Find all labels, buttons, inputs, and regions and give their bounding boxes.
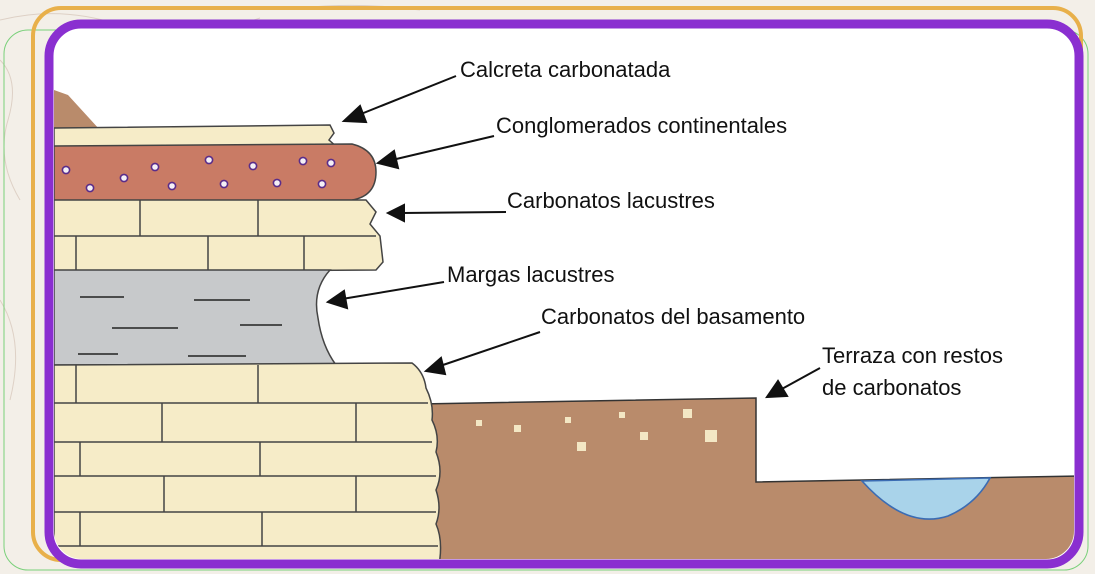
arrow-head-carbonatos-lacustres [385,203,405,223]
label-carbonatos-lacustres: Carbonatos lacustres [507,188,715,213]
calcreta-layer [54,124,340,149]
basement-blocks [54,365,438,547]
label-basamento: Carbonatos del basamento [541,304,806,329]
water-channel [860,477,992,520]
label-terraza-line1: Terraza con restos [822,343,1003,368]
basement-carbonates-layer [54,362,442,559]
terrace-carbonate-fragments [476,409,717,451]
label-arrows [325,75,821,399]
terrace-soil [419,397,1074,559]
arrow-head-margas [325,289,349,310]
lacustrine-blocks [54,200,376,272]
conglomerate-pebbles [61,155,336,193]
conglomerate-layer [54,143,377,203]
arrow-head-conglomerados [375,149,400,170]
label-terraza-line2: de carbonatos [822,375,962,400]
arrow-head-calcreta [341,104,368,124]
marl-hatching [78,296,282,357]
marl-layer [54,269,338,366]
arrow-head-basamento [423,356,447,376]
label-conglomerados: Conglomerados continentales [496,113,788,138]
arrow-head-terraza [765,379,789,399]
label-calcreta: Calcreta carbonatada [460,57,671,82]
top-cap-soil [54,90,100,130]
label-margas: Margas lacustres [447,262,615,287]
